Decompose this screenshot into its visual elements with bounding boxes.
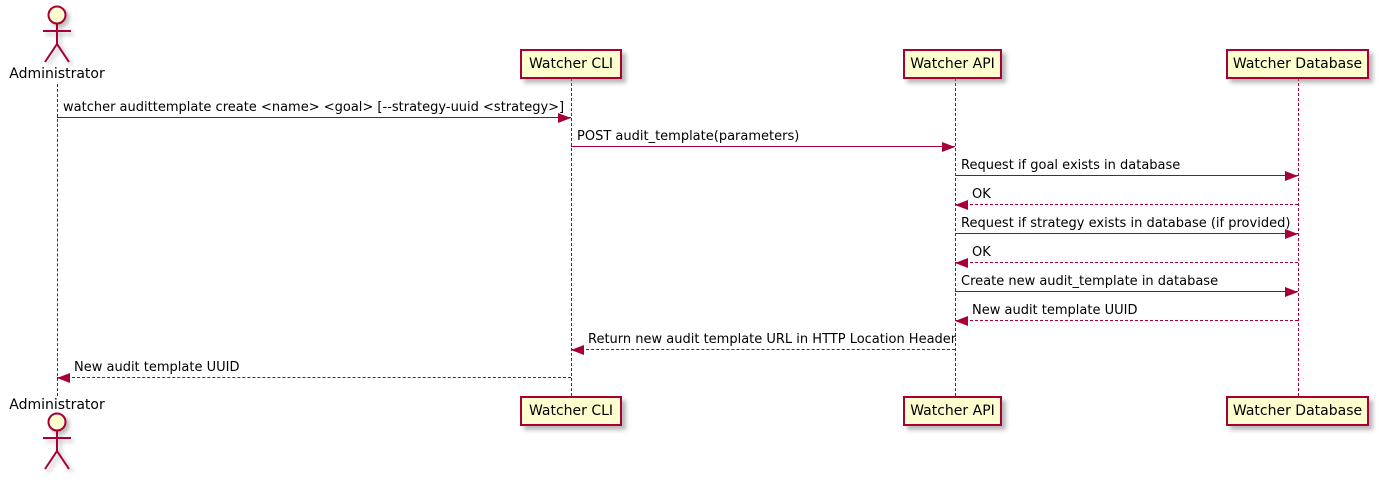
message-9: Return new audit template URL in HTTP Lo…: [571, 332, 957, 355]
participant-watcher-database-bottom: Watcher Database: [1226, 396, 1369, 426]
arrowhead-right-icon: [1285, 287, 1298, 297]
message-9-line: [571, 349, 955, 350]
actor-icon: [43, 412, 71, 470]
message-4: OK: [955, 187, 1298, 210]
message-10: New audit template UUID: [57, 360, 571, 383]
arrowhead-left-icon: [571, 345, 584, 355]
participant-watcher-database-top: Watcher Database: [1226, 49, 1369, 79]
message-3: Request if goal exists in database: [955, 158, 1298, 181]
participant-watcher-cli-top: Watcher CLI: [520, 49, 622, 79]
message-1: watcher audittemplate create <name> <goa…: [57, 100, 571, 123]
message-6-text: OK: [972, 245, 991, 260]
message-8-line: [955, 320, 1298, 321]
message-2-text: POST audit_template(parameters): [577, 129, 800, 144]
arrowhead-left-icon: [955, 200, 968, 210]
message-8-text: New audit template UUID: [972, 303, 1138, 318]
actor-label-bottom: Administrator: [9, 397, 105, 413]
participant-watcher-api-top: Watcher API: [903, 49, 1002, 79]
arrowhead-left-icon: [955, 316, 968, 326]
message-5-text: Request if strategy exists in database (…: [961, 216, 1291, 231]
arrowhead-left-icon: [57, 373, 70, 383]
message-1-line: [57, 117, 571, 118]
lifeline-watcher-database: [1298, 78, 1299, 396]
message-7-text: Create new audit_template in database: [961, 274, 1219, 289]
message-6-line: [955, 262, 1298, 263]
message-7-line: [955, 291, 1298, 292]
participant-watcher-api-bottom: Watcher API: [903, 396, 1002, 426]
message-10-text: New audit template UUID: [74, 360, 240, 375]
message-5-line: [955, 233, 1298, 234]
message-1-text: watcher audittemplate create <name> <goa…: [63, 100, 565, 115]
lifeline-administrator: [57, 84, 58, 396]
message-4-line: [955, 204, 1298, 205]
arrowhead-right-icon: [1285, 229, 1298, 239]
arrowhead-right-icon: [942, 142, 955, 152]
lifeline-watcher-api: [955, 78, 956, 396]
actor-label-top: Administrator: [9, 66, 105, 82]
message-8: New audit template UUID: [955, 303, 1298, 326]
arrowhead-right-icon: [1285, 171, 1298, 181]
message-3-line: [955, 175, 1298, 176]
actor-icon: [43, 5, 71, 63]
message-5: Request if strategy exists in database (…: [955, 216, 1298, 239]
actor-administrator-top: [40, 5, 74, 69]
arrowhead-right-icon: [558, 113, 571, 123]
message-6: OK: [955, 245, 1298, 268]
actor-administrator-bottom: [40, 412, 74, 476]
participant-watcher-cli-bottom: Watcher CLI: [520, 396, 622, 426]
message-2-line: [571, 146, 955, 147]
message-7: Create new audit_template in database: [955, 274, 1298, 297]
lifeline-watcher-cli: [571, 78, 572, 396]
message-9-text: Return new audit template URL in HTTP Lo…: [588, 332, 957, 347]
arrowhead-left-icon: [955, 258, 968, 268]
message-10-line: [57, 377, 571, 378]
message-2: POST audit_template(parameters): [571, 129, 955, 152]
message-3-text: Request if goal exists in database: [961, 158, 1181, 173]
message-4-text: OK: [972, 187, 991, 202]
